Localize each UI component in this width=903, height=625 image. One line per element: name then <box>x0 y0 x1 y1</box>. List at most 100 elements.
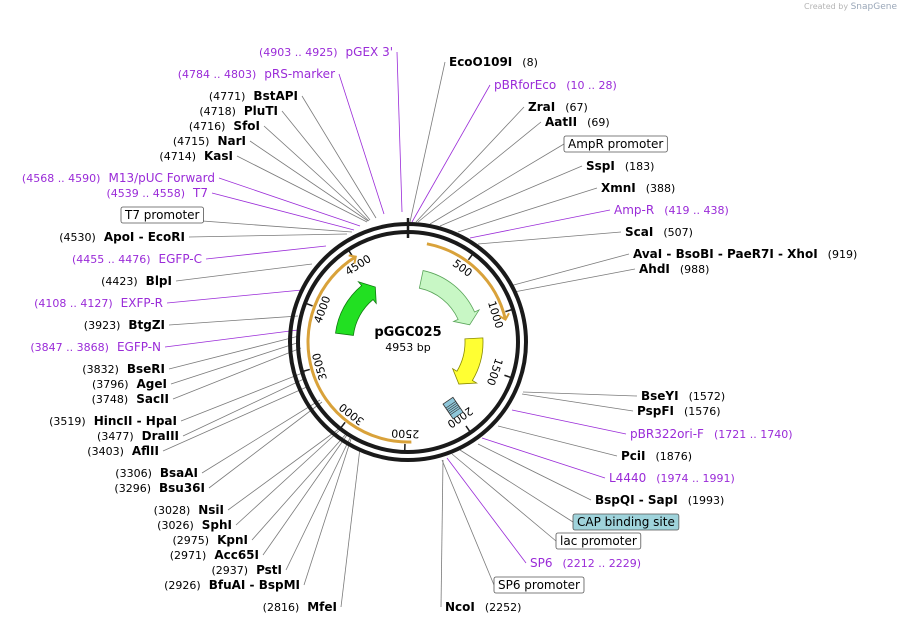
site-acc65i[interactable]: Acc65I(2971) <box>170 548 259 562</box>
site-ncoi[interactable]: NcoI(2252) <box>445 600 521 614</box>
site-draiii[interactable]: DraIII(3477) <box>97 429 179 443</box>
primer-pgex-3[interactable]: pGEX 3'(4903 .. 4925) <box>259 45 393 59</box>
site-pluti[interactable]: PluTI (4718) <box>199 104 278 118</box>
label-position: (4771) <box>209 90 246 103</box>
leader-line <box>175 263 313 282</box>
annotation-labels: EcoO109I(8) pBRforEco(10 .. 28) ZraI(67)Aa… <box>22 45 857 614</box>
feature-tag-cap-binding-site[interactable]: CAP binding site <box>572 513 680 531</box>
site-xmni[interactable]: XmnI(388) <box>601 181 675 195</box>
leader-line <box>338 73 385 215</box>
primer-sp6[interactable]: SP6(2212 .. 2229) <box>530 556 641 570</box>
site-aflii[interactable]: AflII(3403) <box>87 444 159 458</box>
leader-line <box>164 329 299 348</box>
site-ahdi[interactable]: AhdI(988) <box>639 262 709 276</box>
label-position: (4718) <box>199 105 236 118</box>
site-btgzi[interactable]: BtgZI(3923) <box>84 318 165 332</box>
tick-mark <box>504 374 513 379</box>
label-name: Acc65I <box>214 548 259 562</box>
leader-line <box>522 391 638 397</box>
site-scai[interactable]: ScaI(507) <box>625 225 693 239</box>
label-position: (1974 .. 1991) <box>656 472 735 485</box>
site-bsaai[interactable]: BsaAI(3306) <box>115 466 198 480</box>
site-bfuai-bspmi[interactable]: BfuAI - BspMI(2926) <box>164 578 300 592</box>
site-sspi[interactable]: SspI(183) <box>586 159 654 173</box>
site-apoi-ecori[interactable]: ApoI - EcoRI(4530) <box>59 230 185 244</box>
feature-tag-t7-promoter[interactable]: T7 promoter <box>120 206 204 224</box>
label-position: (2937) <box>211 564 248 577</box>
label-position: (4108 .. 4127) <box>34 297 113 310</box>
label-name: HincII - HpaI <box>94 414 177 428</box>
feature-tag-ampr-promoter[interactable]: AmpR promoter <box>563 135 668 153</box>
tick-mark <box>304 302 313 307</box>
site-pspfi[interactable]: PspFI(1576) <box>637 404 721 418</box>
leader-line <box>168 315 299 326</box>
site-ecoo109i[interactable]: EcoO109I(8) <box>449 55 538 69</box>
primer-t7[interactable]: T7(4539 .. 4558) <box>106 186 208 200</box>
label-name: SacII <box>136 392 169 406</box>
label-name: SphI <box>202 518 232 532</box>
primer-prs-marker[interactable]: pRS-marker(4784 .. 4803) <box>178 67 335 81</box>
primer-pbrforeco[interactable]: pBRforEco(10 .. 28) <box>494 78 617 92</box>
ampr-feature[interactable] <box>418 270 481 326</box>
label-name: EGFP-C <box>159 252 202 266</box>
watermark-prefix: Created by <box>804 2 849 11</box>
leader-line <box>235 428 342 526</box>
label-name: BspQI - SapI <box>595 493 678 507</box>
site-kpni[interactable]: KpnI(2975) <box>173 533 248 547</box>
label-name: AatII <box>545 115 577 129</box>
site-nsii[interactable]: NsiI(3028) <box>154 503 224 517</box>
feature-tag-sp6-promoter[interactable]: SP6 promoter <box>493 576 585 594</box>
lac-operator-feature[interactable] <box>442 396 464 420</box>
site-mfei[interactable]: MfeI(2816) <box>263 600 337 614</box>
label-position: (3923) <box>84 319 121 332</box>
site-aatii[interactable]: AatII(69) <box>545 115 610 129</box>
primer-exfp-r[interactable]: EXFP-R(4108 .. 4127) <box>34 296 163 310</box>
label-name: PstI <box>256 563 282 577</box>
primer-m13-puc-forward[interactable]: M13/pUC Forward(4568 .. 4590) <box>22 171 215 185</box>
leader-line <box>439 165 583 227</box>
label-position: (1993) <box>688 494 725 507</box>
label-name: KasI <box>204 149 233 163</box>
site-psti[interactable]: PstI (2937) <box>211 563 282 577</box>
site-bstapi[interactable]: BstAPI(4771) <box>209 89 298 103</box>
site-bseyi[interactable]: BseYI(1572) <box>641 389 725 403</box>
site-pcii[interactable]: PciI(1876) <box>621 449 692 463</box>
label-name: SP6 <box>530 556 553 570</box>
leader-line <box>188 233 348 238</box>
plasmid-name: pGGC025 <box>374 325 441 340</box>
label-name: PluTI <box>244 104 278 118</box>
site-nari[interactable]: NarI(4715) <box>173 134 246 148</box>
site-bspqi-sapi[interactable]: BspQI - SapI (1993) <box>595 493 724 507</box>
label-position: (4455 .. 4476) <box>72 253 151 266</box>
tick-label: 1500 <box>484 356 505 387</box>
megfp-feature[interactable] <box>335 281 377 336</box>
site-bsu36i[interactable]: Bsu36I(3296) <box>114 481 205 495</box>
site-bseri[interactable]: BseRI(3832) <box>82 362 165 376</box>
leader-line <box>396 51 403 213</box>
label-position: (919) <box>828 248 858 261</box>
site-hincii-hpai[interactable]: HincII - HpaI(3519) <box>49 414 177 428</box>
ampr-translation-arc <box>426 242 507 320</box>
primer-egfp-c[interactable]: EGFP-C (4455 .. 4476) <box>72 252 202 266</box>
primer-l4440[interactable]: L4440(1974 .. 1991) <box>609 471 735 485</box>
site-blpi[interactable]: BlpI(4423) <box>101 274 172 288</box>
site-sfoi[interactable]: SfoI(4716) <box>189 119 260 133</box>
ampr-translation-arc-head <box>498 312 510 321</box>
primer-amp-r[interactable]: Amp-R(419 .. 438) <box>614 203 729 217</box>
feature-tag-text: CAP binding site <box>577 515 675 529</box>
feature-tag-lac-promoter[interactable]: lac promoter <box>555 532 642 550</box>
site-sphi[interactable]: SphI(3026) <box>157 518 232 532</box>
label-name: NsiI <box>198 503 224 517</box>
primer-pbr322ori-f[interactable]: pBR322ori-F(1721 .. 1740) <box>630 427 793 441</box>
site-agei[interactable]: AgeI(3796) <box>92 377 167 391</box>
feature-tag-text: AmpR promoter <box>568 137 663 151</box>
primer-egfp-n[interactable]: EGFP-N(3847 .. 3868) <box>30 340 161 354</box>
label-name: PspFI <box>637 404 674 418</box>
feature-tag-box <box>572 513 680 531</box>
site-kasi[interactable]: KasI(4714) <box>159 149 233 163</box>
ori-feature[interactable] <box>451 337 484 385</box>
site-zrai[interactable]: ZraI(67) <box>528 100 588 114</box>
site-avai-bsobi-paer7i-xhoi[interactable]: AvaI - BsoBI - PaeR7I - XhoI(919) <box>633 247 857 261</box>
site-sacii[interactable]: SacII(3748) <box>92 392 169 406</box>
plasmid-length: 4953 bp <box>385 341 430 354</box>
